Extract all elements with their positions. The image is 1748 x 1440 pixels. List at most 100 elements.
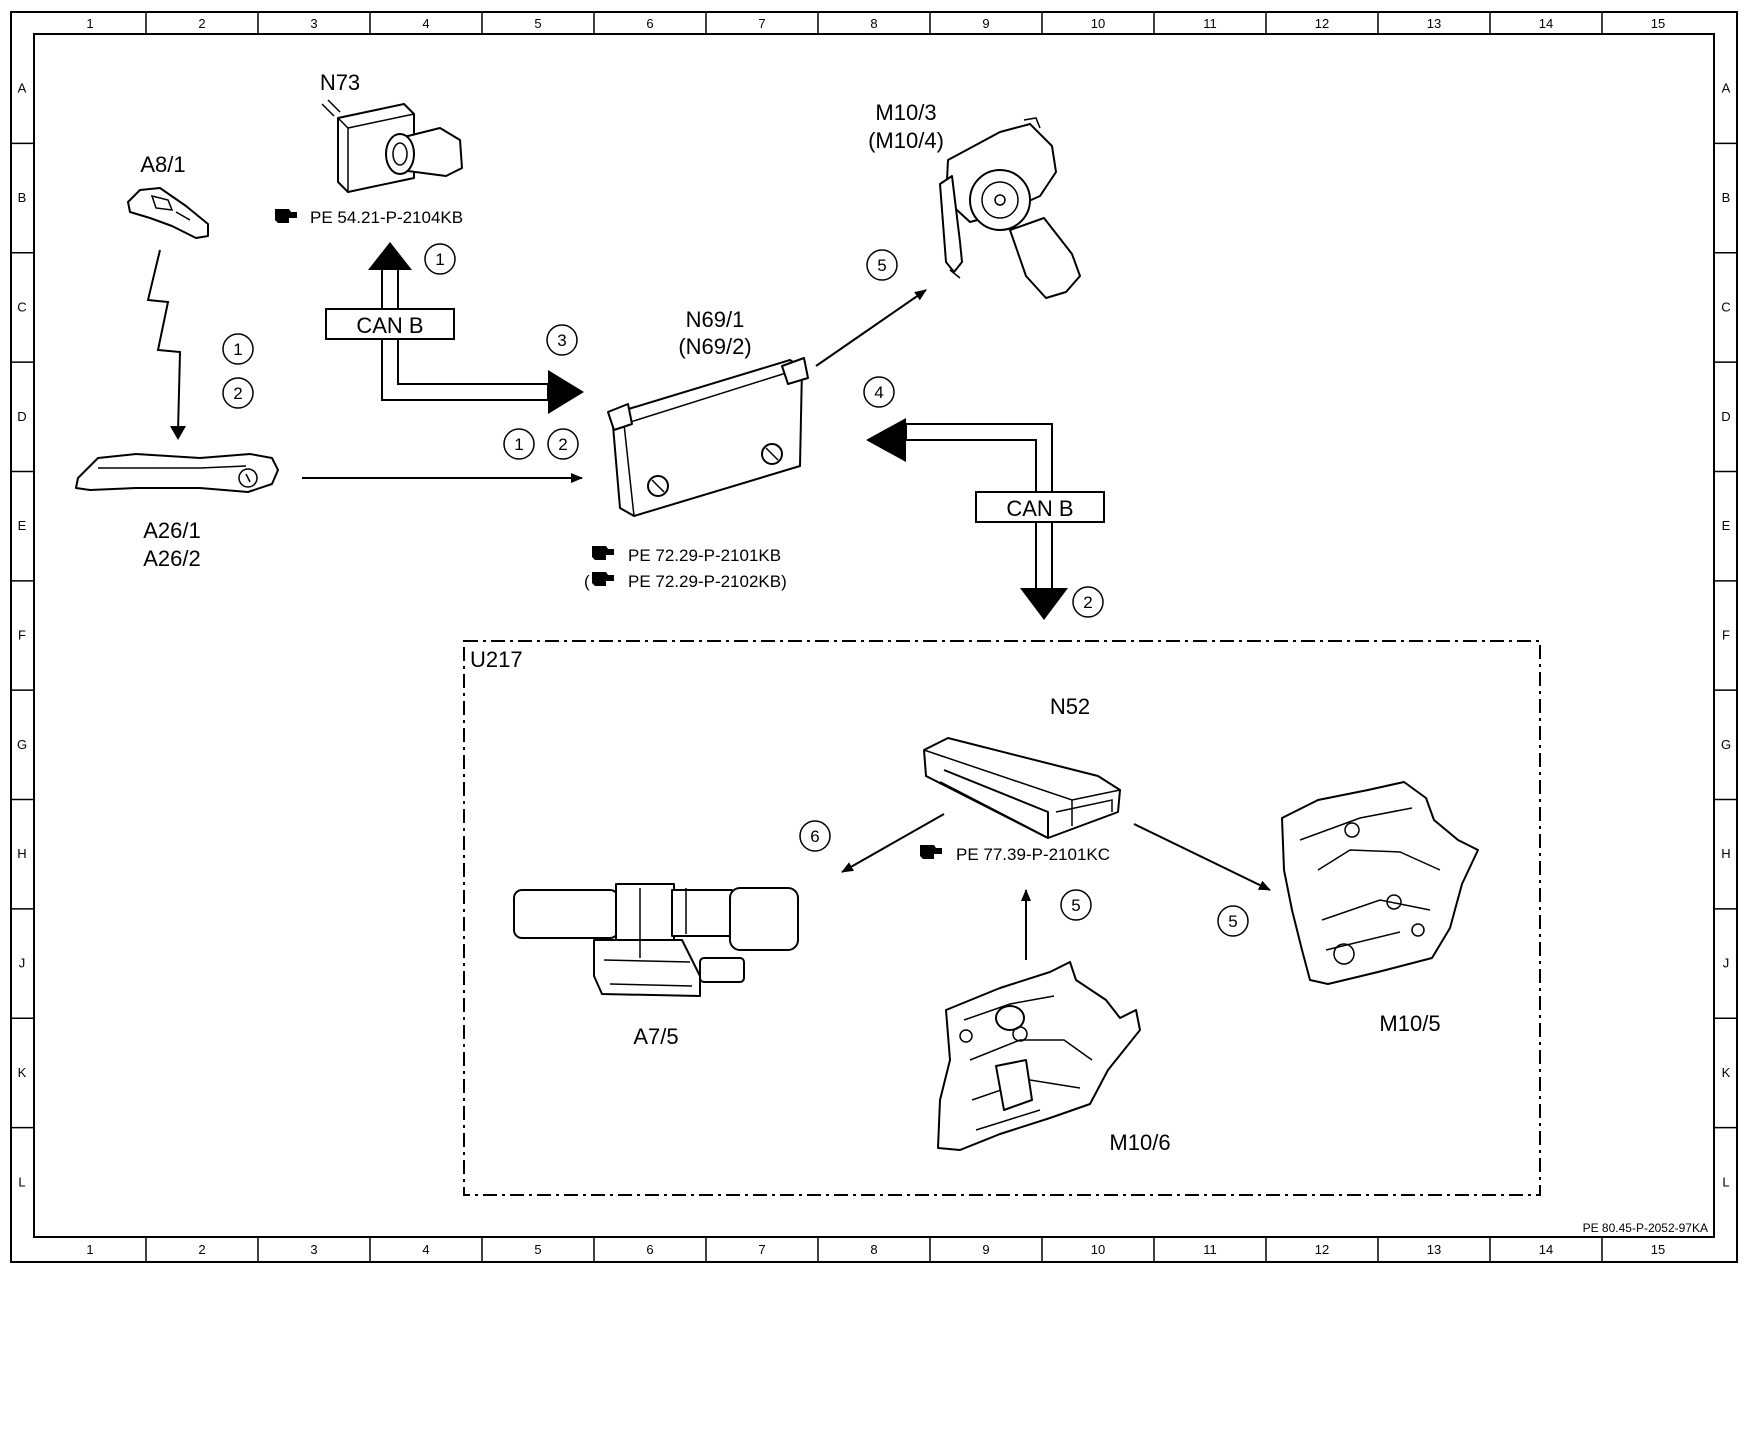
- svg-text:1: 1: [514, 435, 523, 454]
- grid-col-label: 12: [1315, 1242, 1329, 1257]
- grid-row-label: B: [1722, 190, 1731, 205]
- a7-5-label: A7/5: [633, 1024, 678, 1049]
- grid-col-label: 8: [870, 16, 877, 31]
- step-can-down: 2: [1072, 586, 1104, 618]
- grid-col-label: 10: [1091, 16, 1105, 31]
- svg-text:6: 6: [810, 827, 819, 846]
- grid-row-label: C: [1721, 299, 1730, 314]
- svg-text:PE 54.21-P-2104KB: PE 54.21-P-2104KB: [310, 208, 463, 227]
- grid-col-label: 6: [646, 16, 653, 31]
- grid-row-label: D: [1721, 409, 1730, 424]
- grid-col-label: 13: [1427, 1242, 1441, 1257]
- svg-text:1: 1: [435, 250, 444, 269]
- grid-col-label: 10: [1091, 1242, 1105, 1257]
- grid-col-label: 4: [422, 1242, 429, 1257]
- grid-col-label: 5: [534, 1242, 541, 1257]
- document-code: PE 80.45-P-2052-97KA: [1583, 1221, 1708, 1235]
- grid-col-label: 14: [1539, 1242, 1553, 1257]
- grid-col-label: 2: [198, 16, 205, 31]
- grid-row-label: E: [1722, 518, 1731, 533]
- m10-6-label: M10/6: [1109, 1130, 1170, 1155]
- svg-text:5: 5: [1071, 896, 1080, 915]
- ignition-switch-icon: [321, 99, 463, 193]
- grid-col-label: 15: [1651, 16, 1665, 31]
- hand-pointer-icon: [920, 845, 942, 859]
- grid-row-label: L: [1722, 1174, 1729, 1189]
- can-b-top-label: CAN B: [356, 313, 423, 338]
- grid-col-label: 7: [758, 16, 765, 31]
- step-handle-b: 2: [547, 428, 579, 460]
- transmitter-key-icon: [127, 187, 209, 239]
- step-from-can: 4: [863, 376, 895, 408]
- grid-col-label: 9: [982, 16, 989, 31]
- svg-text:2: 2: [558, 435, 567, 454]
- n73-label: N73: [320, 70, 360, 95]
- u217-group-boundary: [463, 640, 1541, 1196]
- can-b-right-label: CAN B: [1006, 496, 1073, 521]
- grid-col-label: 12: [1315, 16, 1329, 31]
- radio-signal-icon: [146, 249, 186, 440]
- grid-col-label: 4: [422, 16, 429, 31]
- n69-1-label2: (N69/2): [678, 334, 751, 359]
- svg-text:PE 72.29-P-2101KB: PE 72.29-P-2101KB: [628, 546, 781, 565]
- svg-text:2: 2: [233, 384, 242, 403]
- grid-row-label: L: [18, 1174, 25, 1189]
- step-key-a: 1: [222, 333, 254, 365]
- n52-to-m10-5-arrow: [1133, 823, 1271, 891]
- grid-row-label: K: [18, 1065, 27, 1080]
- svg-text:3: 3: [557, 331, 566, 350]
- m10-3-label2: (M10/4): [868, 128, 944, 153]
- a26-label: A26/1: [143, 518, 201, 543]
- step-n73-up: 1: [424, 243, 456, 275]
- grid-row-label: F: [1722, 628, 1730, 643]
- inner-frame: [33, 33, 1715, 1238]
- grid-row-label: G: [17, 737, 27, 752]
- grid-col-label: 7: [758, 1242, 765, 1257]
- svg-text:PE 77.39-P-2101KC: PE 77.39-P-2101KC: [956, 845, 1110, 864]
- a26-label2: A26/2: [143, 546, 201, 571]
- n69-1-ref: PE 72.29-P-2101KB: [592, 546, 781, 565]
- step-to-m10-5: 5: [1217, 905, 1249, 937]
- grid-row-label: J: [19, 956, 26, 971]
- grid-col-label: 2: [198, 1242, 205, 1257]
- svg-text:2: 2: [1083, 593, 1092, 612]
- svg-text:4: 4: [874, 383, 883, 402]
- grid-col-label: 11: [1203, 1242, 1217, 1257]
- grid-col-label: 1: [86, 16, 93, 31]
- grid-col-label: 3: [310, 1242, 317, 1257]
- grid-col-label: 9: [982, 1242, 989, 1257]
- grid-row-label: A: [18, 81, 27, 96]
- step-key-b: 2: [222, 377, 254, 409]
- grid-col-label: 14: [1539, 16, 1553, 31]
- grid-row-label: D: [17, 409, 26, 424]
- hand-pointer-icon: [592, 572, 614, 586]
- window-motor-icon: [939, 117, 1081, 299]
- u217-label: U217: [470, 647, 523, 672]
- grid-row-label: E: [18, 518, 27, 533]
- step-to-motor: 5: [866, 249, 898, 281]
- grid-col-label: 5: [534, 16, 541, 31]
- grid-row-label: F: [18, 628, 26, 643]
- step-to-hydraulic: 6: [799, 820, 831, 852]
- grid-col-label: 13: [1427, 16, 1441, 31]
- grid-row-label: B: [18, 190, 27, 205]
- door-control-module-icon: [607, 357, 809, 517]
- grid-col-label: 11: [1203, 16, 1217, 31]
- n73-ref: PE 54.21-P-2104KB: [275, 208, 463, 227]
- a8-1-label: A8/1: [140, 152, 185, 177]
- svg-text:5: 5: [877, 256, 886, 275]
- grid-row-label: H: [1721, 846, 1730, 861]
- m10-5-label: M10/5: [1379, 1011, 1440, 1036]
- grid-row-label: A: [1722, 81, 1731, 96]
- svg-text:PE 72.29-P-2102KB): PE 72.29-P-2102KB): [628, 572, 787, 591]
- soft-top-control-module-icon: [923, 737, 1121, 839]
- can-b-top-bus: CAN B: [325, 242, 584, 414]
- grid-col-label: 15: [1651, 1242, 1665, 1257]
- outer-frame: [10, 11, 1738, 1263]
- n69-1-label: N69/1: [686, 307, 745, 332]
- grid-row-label: J: [1723, 956, 1730, 971]
